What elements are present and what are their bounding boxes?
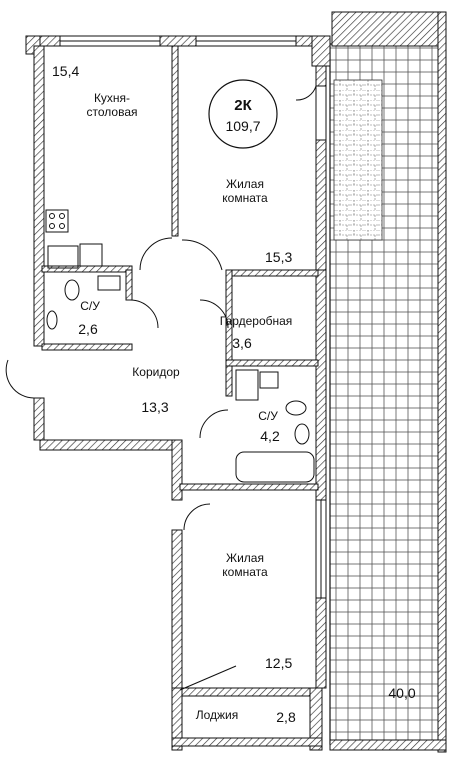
burner-icon bbox=[49, 223, 55, 229]
toilet-icon bbox=[285, 400, 307, 416]
door-terrace[interactable] bbox=[295, 85, 317, 101]
apartment-type: 2К bbox=[234, 97, 252, 114]
terrace-parapet-right bbox=[437, 11, 447, 753]
room-name-bath2: С/У bbox=[258, 409, 278, 423]
room-name-line: комната bbox=[222, 191, 268, 205]
door-living2[interactable] bbox=[183, 503, 211, 531]
terrace-brick-area bbox=[333, 79, 383, 241]
wall-loggia-left bbox=[171, 687, 183, 751]
kitchen-counter-icon bbox=[47, 245, 79, 269]
badge-circle bbox=[208, 79, 278, 149]
bathtub-icon bbox=[235, 451, 315, 483]
room-name-wardrobe: Гардеробная bbox=[220, 314, 293, 328]
room-area-bath1: 2,6 bbox=[78, 321, 98, 337]
door-living1[interactable] bbox=[181, 239, 223, 271]
room-name-line: Гардеробная bbox=[220, 314, 293, 328]
toilet-icon bbox=[64, 279, 80, 301]
wall-bath2-bottom bbox=[179, 483, 319, 491]
wall-left-upper bbox=[33, 45, 45, 347]
room-name-line: комната bbox=[222, 565, 268, 579]
room-name-corridor: Коридор bbox=[132, 365, 180, 379]
washbasin-icon bbox=[294, 423, 310, 445]
room-area-terrace: 40,0 bbox=[388, 685, 415, 701]
windows bbox=[59, 35, 327, 599]
room-area-kitchen: 15,4 bbox=[52, 63, 79, 79]
wall-right-1 bbox=[315, 65, 327, 87]
wall-kitchen-living bbox=[171, 45, 179, 237]
cabinet-icon bbox=[259, 371, 279, 389]
wall-kitchen-bath bbox=[41, 265, 133, 273]
room-name-line: Кухня- bbox=[94, 91, 130, 105]
wall-wardrobe-bottom bbox=[225, 359, 319, 367]
door-kitchen[interactable] bbox=[139, 237, 173, 271]
wall-bath1-bottom bbox=[41, 343, 133, 351]
wall-left-corridor bbox=[33, 397, 45, 441]
wall-bath1-right bbox=[125, 269, 133, 301]
room-area-bath2: 4,2 bbox=[260, 428, 280, 444]
wall-loggia-bottom bbox=[171, 737, 323, 747]
wall-loggia-right bbox=[309, 687, 323, 751]
walls bbox=[25, 35, 331, 751]
wall-bed2-left-upper bbox=[171, 439, 183, 501]
wall-bath2-left bbox=[225, 365, 233, 397]
room-name-line: Жилая bbox=[226, 177, 264, 191]
room-name-line: Коридор bbox=[132, 365, 180, 379]
door-loggia[interactable] bbox=[179, 665, 237, 691]
room-area-living1: 15,3 bbox=[265, 249, 292, 265]
doors bbox=[5, 85, 317, 691]
room-name-kitchen: Кухня-столовая bbox=[87, 91, 138, 119]
door-bath2[interactable] bbox=[199, 409, 229, 439]
room-area-loggia: 2,8 bbox=[276, 709, 296, 725]
apartment-badge: 2К 109,7 bbox=[208, 79, 278, 149]
wall-right-4 bbox=[315, 597, 327, 689]
fixtures bbox=[45, 209, 315, 483]
window-living1-door bbox=[315, 85, 327, 141]
washbasin-icon bbox=[46, 310, 58, 330]
room-name-bath1: С/У bbox=[80, 299, 100, 313]
room-name-line: Жилая bbox=[226, 551, 264, 565]
wall-right-3 bbox=[315, 269, 327, 501]
room-name-line: Лоджия bbox=[196, 708, 239, 722]
terrace bbox=[329, 11, 447, 753]
wall-loggia-top bbox=[171, 687, 323, 697]
burner-icon bbox=[49, 213, 55, 219]
room-area-corridor: 13,3 bbox=[141, 399, 168, 415]
kitchen-sink-icon bbox=[79, 243, 103, 267]
door-bath1[interactable] bbox=[129, 299, 159, 329]
wall-bed2-left-lower bbox=[171, 529, 183, 691]
wall-corridor-bottom bbox=[39, 439, 181, 451]
terrace-parapet-bottom bbox=[329, 739, 447, 751]
burner-icon bbox=[59, 223, 65, 229]
wall-right-2 bbox=[315, 139, 327, 281]
terrace-parapet-top bbox=[331, 11, 443, 47]
room-name-line: столовая bbox=[87, 105, 138, 119]
wall-corner-tr bbox=[311, 35, 331, 67]
wall-living-bottom bbox=[225, 269, 319, 277]
room-area-wardrobe: 3,6 bbox=[232, 335, 252, 351]
door-wardrobe[interactable] bbox=[199, 299, 229, 329]
room-name-line: С/У bbox=[80, 299, 100, 313]
room-name-line: С/У bbox=[258, 409, 278, 423]
stove-icon bbox=[45, 209, 69, 233]
washbasin-icon bbox=[97, 275, 121, 291]
room-name-loggia: Лоджия bbox=[196, 708, 239, 722]
burner-icon bbox=[59, 213, 65, 219]
room-area-living2: 12,5 bbox=[265, 655, 292, 671]
apartment-total-area: 109,7 bbox=[225, 118, 260, 134]
washing-machine-icon bbox=[235, 369, 259, 401]
entrance-door[interactable] bbox=[5, 359, 35, 399]
